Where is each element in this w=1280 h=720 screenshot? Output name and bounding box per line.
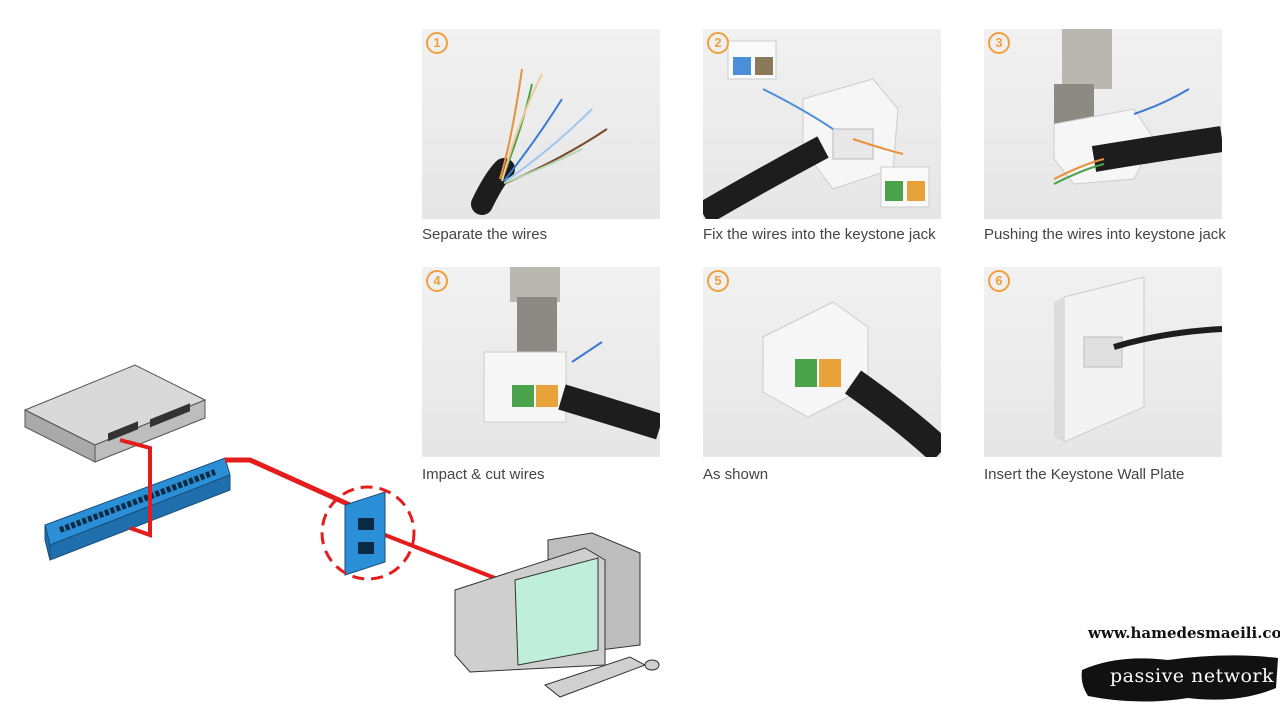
step-6-caption: Insert the Keystone Wall Plate [984, 466, 1185, 483]
step-4-number: 4 [426, 270, 448, 292]
step-5-number: 5 [707, 270, 729, 292]
step-6-photo: 6 [984, 267, 1222, 457]
patch-panel-icon [44, 457, 231, 561]
brush-stroke-background [1081, 655, 1278, 702]
wall-plate-illustration [1054, 276, 1222, 443]
impact-cut-illustration [483, 267, 660, 440]
step-1-caption: Separate the wires [422, 226, 548, 243]
step-4-photo: 4 [422, 267, 660, 457]
step-2-number: 2 [707, 32, 729, 54]
network-diagram [23, 364, 660, 698]
finished-jack-illustration [762, 301, 941, 457]
step-1-photo: 1 [422, 29, 660, 219]
tagline: passive network [1110, 665, 1274, 687]
step-2-photo: 2 [703, 29, 941, 219]
punch-down-push-illustration [1053, 29, 1222, 185]
separated-wires-illustration [471, 68, 608, 215]
keystone-jack-wiring-illustration [703, 40, 930, 219]
site-url: www.hamedesmaeili.com [1088, 624, 1280, 642]
step-6-number: 6 [988, 270, 1010, 292]
step-3-caption: Pushing the wires into keystone jack [984, 226, 1226, 243]
step-3-number: 3 [988, 32, 1010, 54]
step-5-photo: 5 [703, 267, 941, 457]
step-4-caption: Impact & cut wires [422, 466, 545, 483]
computer-icon [454, 532, 660, 698]
switch-icon [23, 364, 207, 463]
step-5-caption: As shown [703, 466, 769, 483]
wall-outlet-icon [320, 485, 416, 581]
step-1-number: 1 [426, 32, 448, 54]
step-2-caption: Fix the wires into the keystone jack [703, 226, 936, 243]
step-3-photo: 3 [984, 29, 1222, 219]
